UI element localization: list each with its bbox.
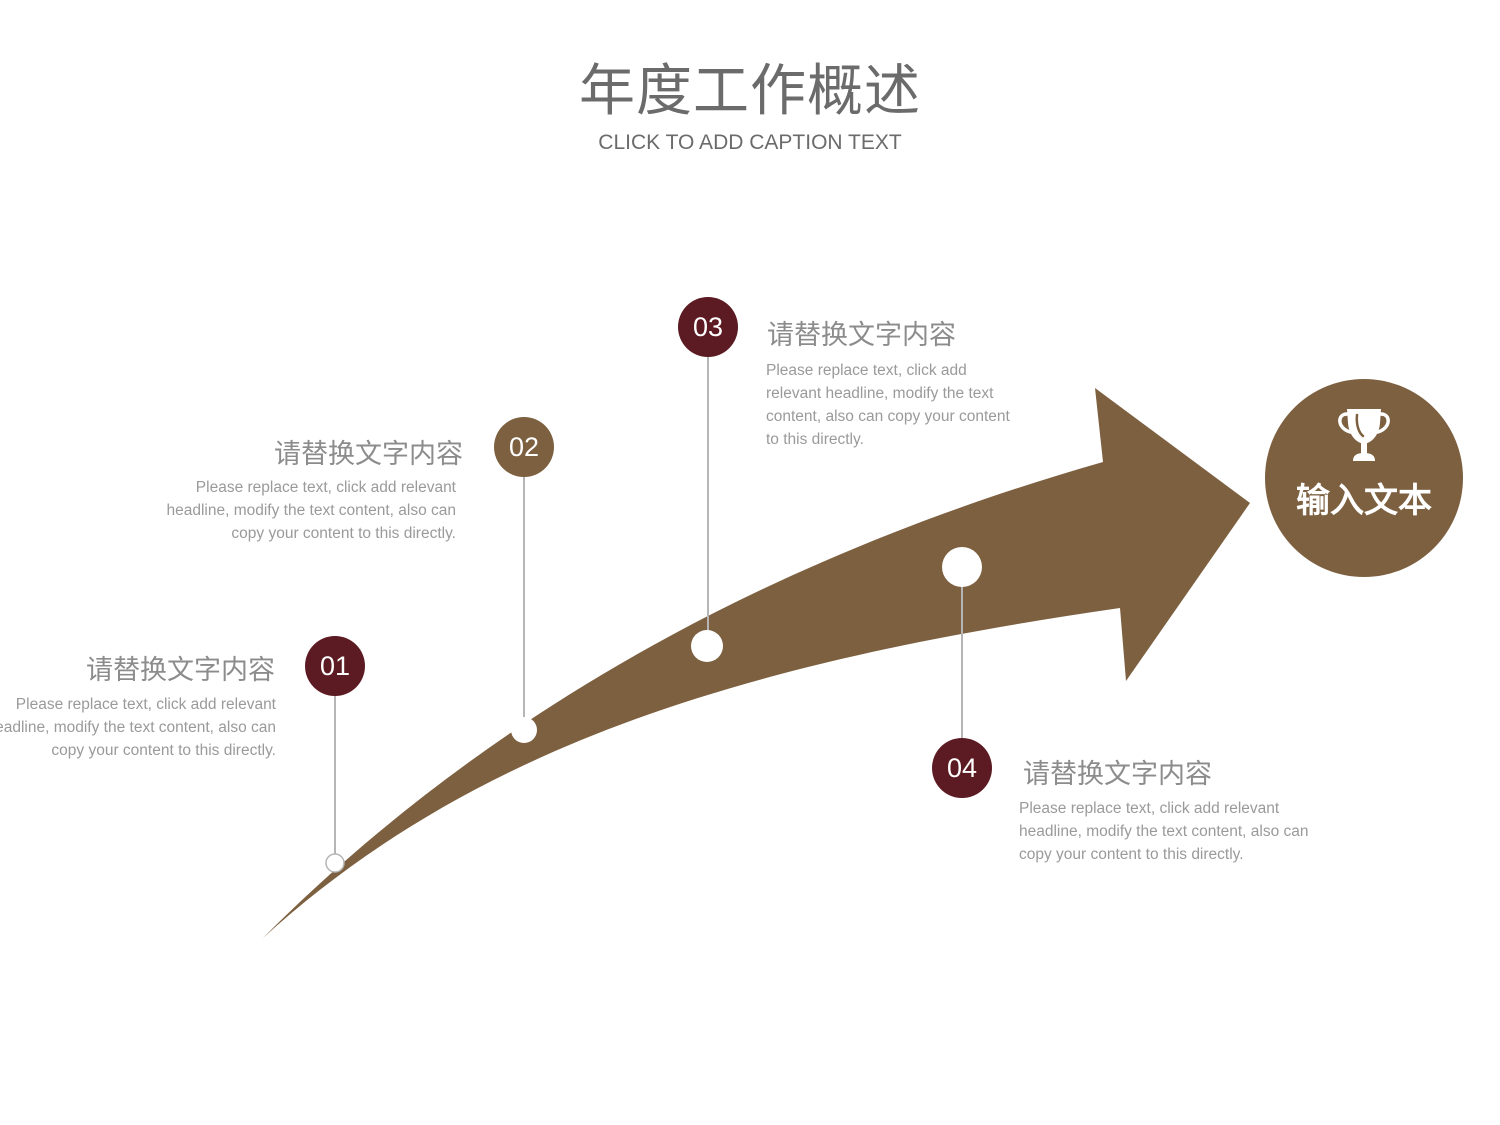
- growth-arrow: [263, 388, 1250, 938]
- step-01-line: copy your content to this directly.: [51, 742, 276, 759]
- marker-dot-01: [325, 853, 345, 873]
- step-04-line: Please replace text, click add relevant: [1019, 800, 1280, 817]
- page-caption: CLICK TO ADD CAPTION TEXT: [598, 131, 902, 154]
- step-02-line: headline, modify the text content, also …: [166, 502, 456, 519]
- marker-dot-03: [691, 630, 723, 662]
- step-04-text: Please replace text, click add relevant …: [1019, 797, 1349, 866]
- step-04-line: copy your content to this directly.: [1019, 846, 1244, 863]
- step-03-heading: 请替换文字内容: [767, 320, 956, 351]
- step-01-heading: 请替换文字内容: [86, 655, 275, 686]
- page-title: 年度工作概述: [579, 59, 921, 124]
- step-03-text: Please replace text, click add relevant …: [766, 359, 1066, 451]
- step-03-badge[interactable]: 03: [678, 297, 738, 357]
- step-02-line: copy your content to this directly.: [231, 525, 456, 542]
- step-01-line: headline, modify the text content, also …: [0, 719, 276, 736]
- step-01-badge[interactable]: 01: [305, 636, 365, 696]
- step-03-line: to this directly.: [766, 431, 864, 448]
- marker-dot-02: [511, 717, 537, 743]
- step-02-badge[interactable]: 02: [494, 417, 554, 477]
- step-03-line: relevant headline, modify the text: [766, 385, 994, 402]
- step-01-text: Please replace text, click add relevant …: [0, 693, 276, 762]
- step-03-line: Please replace text, click add: [766, 362, 967, 379]
- step-02-line: Please replace text, click add relevant: [195, 479, 456, 496]
- step-04-heading: 请替换文字内容: [1023, 759, 1212, 790]
- goal-label: 输入文本: [1296, 481, 1432, 521]
- step-01-line: Please replace text, click add relevant: [15, 696, 276, 713]
- marker-dot-04: [942, 547, 982, 587]
- step-02-text: Please replace text, click add relevant …: [96, 476, 456, 545]
- goal-circle[interactable]: 输入文本: [1265, 379, 1463, 577]
- step-03-line: content, also can copy your content: [766, 408, 1010, 425]
- step-04-line: headline, modify the text content, also …: [1019, 823, 1309, 840]
- trophy-icon: [1338, 409, 1390, 461]
- step-02-heading: 请替换文字内容: [274, 439, 463, 470]
- step-04-badge[interactable]: 04: [932, 738, 992, 798]
